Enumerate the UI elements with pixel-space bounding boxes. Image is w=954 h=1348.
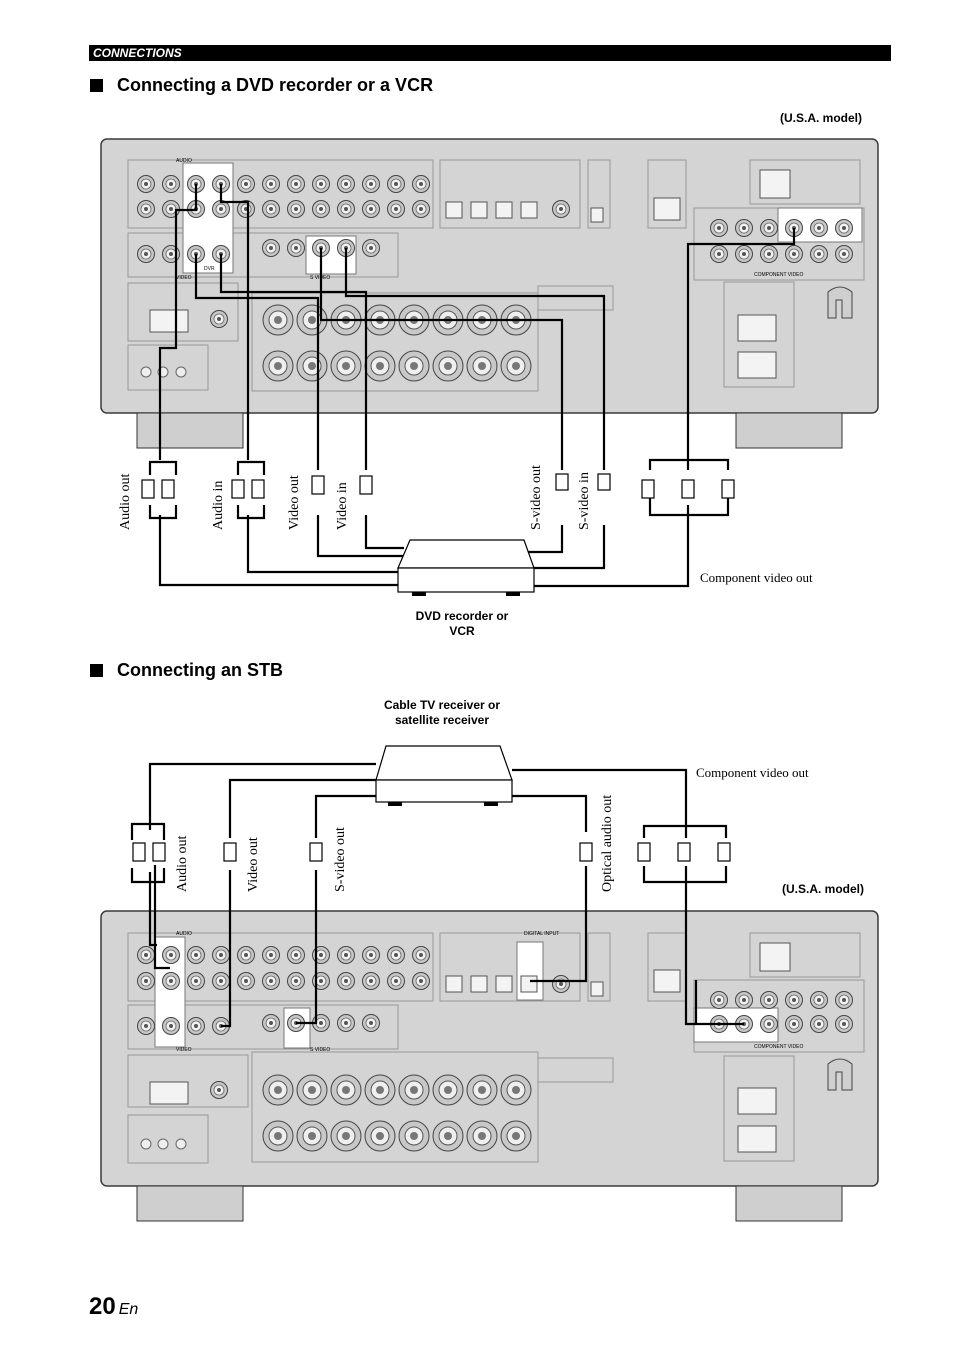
stb-model-note: (U.S.A. model)	[782, 882, 865, 896]
panel-component-label: COMPONENT VIDEO	[754, 272, 803, 278]
label-video-in-dvd: Video in	[335, 482, 350, 530]
dvd-section-title: Connecting a DVD recorder or a VCR	[117, 75, 434, 95]
dvd-section-heading: Connecting a DVD recorder or a VCR	[90, 75, 433, 96]
stb-device	[375, 745, 513, 806]
label-video-out-dvd: Video out	[287, 475, 302, 530]
stb-section-heading: Connecting an STB	[90, 660, 283, 681]
section-banner: CONNECTIONS	[89, 45, 891, 61]
label-component-out-stb: Component video out	[696, 765, 809, 780]
panel-audio-label-2: AUDIO	[176, 931, 192, 937]
bullet-square-icon	[90, 664, 103, 677]
label-video-out-stb: Video out	[246, 837, 261, 892]
dvd-recorder-device	[397, 539, 535, 596]
dvd-plugs	[141, 473, 735, 499]
panel-video-label-2: VIDEO	[176, 1047, 192, 1053]
dvd-model-note: (U.S.A. model)	[780, 111, 863, 125]
receiver-rear-panel-bottom: AUDIO VIDEO S VIDEO DIGITAL INPUT COMPON…	[100, 910, 879, 1222]
dvd-cables	[148, 184, 796, 588]
panel-dvr-label: DVR	[204, 266, 215, 272]
label-svideo-out-dvd: S-video out	[529, 465, 544, 530]
label-optical-out-stb: Optical audio out	[600, 794, 615, 892]
stb-plugs	[132, 842, 731, 862]
label-component-out-dvd: Component video out	[700, 570, 813, 585]
panel-svideo-label-2: S VIDEO	[310, 1047, 330, 1053]
label-audio-out-stb: Audio out	[175, 835, 190, 892]
label-svideo-out-stb: S-video out	[333, 827, 348, 892]
stb-cables	[130, 762, 744, 1028]
stb-section-title: Connecting an STB	[117, 660, 283, 680]
label-svideo-in-dvd: S-video in	[577, 472, 592, 530]
panel-component-label-2: COMPONENT VIDEO	[754, 1044, 803, 1050]
page-language: En	[118, 1301, 139, 1318]
panel-digital-input-label: DIGITAL INPUT	[524, 931, 559, 937]
panel-audio-label: AUDIO	[176, 158, 192, 164]
panel-video-label: VIDEO	[176, 275, 192, 281]
label-audio-in-dvd: Audio in	[211, 480, 226, 530]
bullet-square-icon	[90, 79, 103, 92]
label-audio-out-dvd: Audio out	[118, 473, 133, 530]
receiver-rear-panel-top: AUDIO VIDEO DVR S VIDEO COMPONENT VIDEO	[100, 138, 879, 449]
